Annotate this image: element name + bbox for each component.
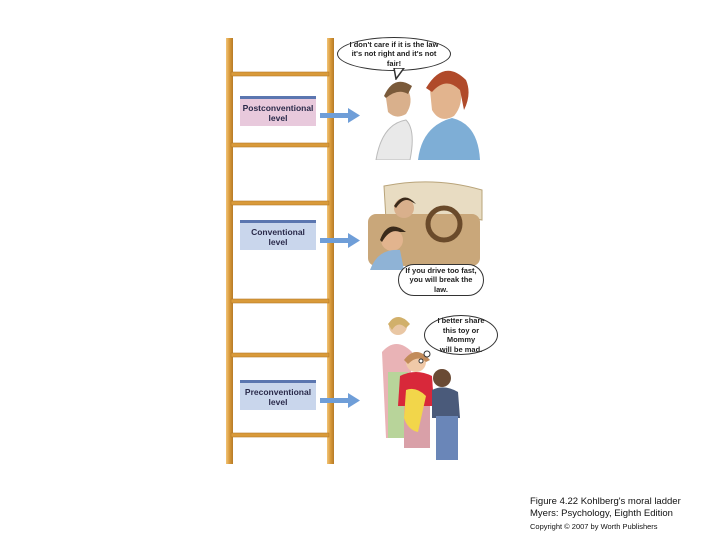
arrow-conventional (320, 233, 360, 248)
caption-title: Figure 4.22 Kohlberg's moral ladder (530, 496, 681, 507)
ladder-rung (230, 200, 330, 206)
preconventional-level-box: Preconventional level (240, 380, 316, 410)
ladder-rail-left (226, 38, 233, 464)
caption-source: Myers: Psychology, Eighth Edition (530, 508, 673, 519)
ladder-rung (230, 298, 330, 304)
level-arrows (320, 108, 360, 408)
postconventional-level-box: Postconventional level (240, 96, 316, 126)
preconventional-illustration (382, 317, 460, 460)
ladder-rung (230, 71, 330, 77)
level-label: Conventional level (251, 226, 305, 247)
ladder-rung (230, 352, 330, 358)
thought-bubble-dots (418, 350, 431, 364)
thought-bubble-preconventional: I better share this toy or Mommy will be… (424, 315, 498, 355)
ladder-rung (230, 142, 330, 148)
ladder-rail-right (327, 38, 334, 464)
conventional-level-box: Conventional level (240, 220, 316, 250)
arrow-preconventional (320, 393, 360, 408)
level-label: Preconventional level (244, 386, 312, 407)
ladder-rungs (230, 71, 330, 438)
speech-bubble-conventional: If you drive too fast, you will break th… (398, 264, 484, 296)
conventional-illustration (368, 181, 483, 270)
speech-bubble-tail (393, 68, 405, 80)
postconventional-illustration (375, 70, 480, 160)
arrow-postconventional (320, 108, 360, 123)
bubble-text: If you drive too fast, you will break th… (405, 265, 477, 294)
speech-bubble-postconventional: I don't care if it is the law it's not r… (337, 37, 451, 71)
level-label: Postconventional level (242, 102, 314, 123)
figure-caption: Figure 4.22 Kohlberg's moral ladder Myer… (530, 496, 681, 534)
caption-copyright: Copyright © 2007 by Worth Publishers (530, 522, 658, 531)
ladder-rung (230, 432, 330, 438)
bubble-text: I don't care if it is the law it's not r… (349, 39, 439, 68)
bubble-text: I better share this toy or Mommy will be… (437, 316, 485, 354)
